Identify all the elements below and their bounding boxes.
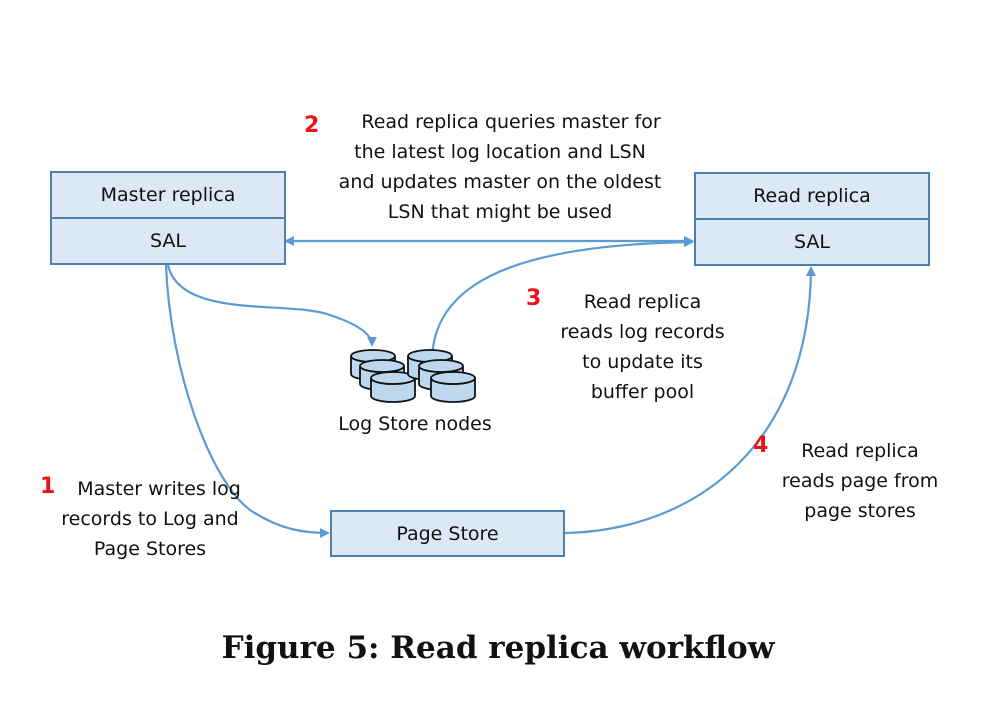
edge-logstore-to-read xyxy=(430,237,694,363)
edge-master-to-pagestore xyxy=(164,264,330,538)
step-3-line: reads log records xyxy=(560,321,725,343)
master-replica-node: Master replica SAL xyxy=(50,171,286,265)
read-replica-node: Read replica SAL xyxy=(694,172,930,266)
step-number-3: 3 xyxy=(526,286,542,311)
database-cylinder-icon xyxy=(370,371,416,403)
step-4-line: Read replica xyxy=(801,440,919,462)
database-cylinder-icon xyxy=(430,371,476,403)
page-store-title: Page Store xyxy=(396,522,499,545)
page-store-node: Page Store xyxy=(330,510,565,557)
step-4-description: Read replica reads page from page stores xyxy=(770,436,950,526)
edge-master-to-logstore xyxy=(166,264,377,347)
step-number-1: 1 xyxy=(40,474,56,499)
step-number-4: 4 xyxy=(753,433,769,458)
step-1-line: Master writes log xyxy=(77,478,241,500)
step-3-line: to update its xyxy=(582,351,703,373)
step-1-line: records to Log and xyxy=(61,508,239,530)
step-3-description: Read replica reads log records to update… xyxy=(545,287,740,407)
step-2-description: Read replica queries master for the late… xyxy=(320,107,680,227)
step-3-line: buffer pool xyxy=(590,381,695,403)
step-4-line: reads page from xyxy=(781,470,939,492)
read-replica-title: Read replica xyxy=(753,185,871,207)
step-4-line: page stores xyxy=(804,500,916,522)
step-3-line: Read replica xyxy=(583,291,702,313)
master-sal-layer: SAL xyxy=(52,217,284,263)
edge-pagestore-to-read xyxy=(564,266,816,535)
step-2-line: the latest log location and LSN xyxy=(354,141,646,163)
log-store-cylinders xyxy=(350,349,476,403)
figure-caption: Figure 5: Read replica workflow xyxy=(221,630,775,666)
read-sal-layer: SAL xyxy=(696,218,928,264)
step-2-line: and updates master on the oldest xyxy=(338,171,662,193)
step-2-line: Read replica queries master for xyxy=(361,111,661,133)
step-1-description: Master writes log records to Log and Pag… xyxy=(50,474,250,564)
step-2-line: LSN that might be used xyxy=(387,201,613,223)
step-1-line: Page Stores xyxy=(93,538,207,560)
master-replica-title: Master replica xyxy=(100,184,236,206)
log-store-label: Log Store nodes xyxy=(338,413,492,435)
step-number-2: 2 xyxy=(304,113,320,138)
